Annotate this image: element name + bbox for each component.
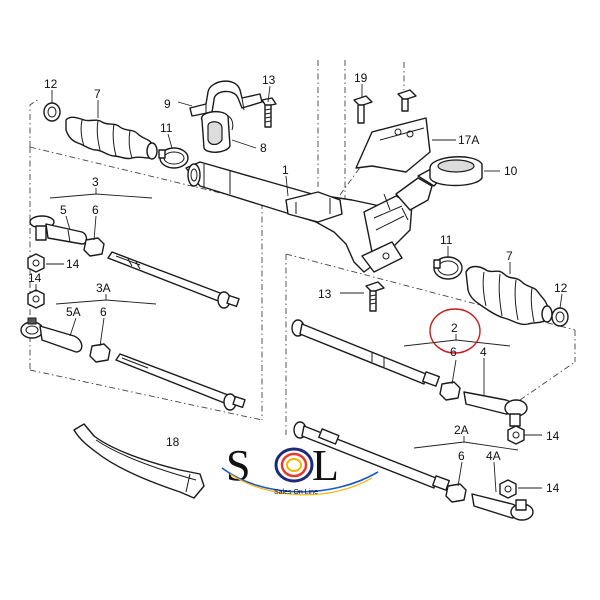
callout-6-right: 6 [450, 345, 457, 359]
part-7-bellows-boot-right [465, 265, 553, 326]
callout-12-right: 12 [554, 281, 568, 295]
callout-3: 3 [92, 175, 99, 189]
highlight-circle [429, 308, 481, 354]
callout-6-3A: 6 [100, 305, 107, 319]
part-6-jam-nut-3A [89, 343, 111, 363]
part-10-seal [429, 156, 483, 187]
sol-logo: S L Sales On Line [221, 441, 379, 496]
part-4A-tie-rod-end [471, 493, 534, 521]
callout-5A: 5A [66, 305, 81, 319]
part-18-grease-tube [73, 423, 205, 499]
dashed-reference-lines [29, 60, 576, 435]
part-14-nut-d [507, 425, 525, 445]
callout-2A: 2A [454, 423, 469, 437]
callout-7-left: 7 [94, 87, 101, 101]
part-7-bellows-boot-left [65, 116, 158, 160]
leader-lines [35, 84, 563, 493]
callout-1: 1 [282, 163, 289, 177]
callout-14-b: 14 [28, 271, 42, 285]
part-inner-tie-rod-right [291, 319, 440, 387]
callout-13-lower: 13 [318, 287, 332, 301]
callout-4: 4 [480, 345, 487, 359]
callout-6-left: 6 [92, 203, 99, 217]
part-inner-tie-rod-left [107, 251, 240, 309]
callout-12-left: 12 [44, 77, 58, 91]
part-4-tie-rod-end [463, 391, 528, 427]
part-5-tie-rod-end [29, 215, 88, 245]
callout-11-left: 11 [160, 121, 173, 135]
part-11-clamp-left [158, 147, 189, 169]
callout-labels: 12 7 9 13 11 8 1 19 17A 10 3 5 6 14 14 3… [28, 71, 568, 495]
part-13-bolt-lower [365, 281, 385, 312]
callout-3A: 3A [96, 281, 111, 295]
callout-6-2A: 6 [458, 449, 465, 463]
callout-5: 5 [60, 203, 67, 217]
part-12-clip-ring-right [551, 307, 569, 327]
part-14-nut-b [27, 289, 45, 309]
part-14-nut-e [499, 479, 517, 499]
part-6-jam-nut-right [439, 381, 461, 401]
logo-swoosh [221, 467, 379, 493]
part-17A-heat-shield-bracket [355, 117, 431, 173]
part-5A-tie-rod-end [20, 317, 83, 353]
part-6-jam-nut-left [83, 237, 105, 257]
part-inner-tie-rod-3A [115, 353, 246, 411]
callout-10: 10 [504, 164, 518, 178]
part-19-bolt [353, 95, 373, 124]
callout-11-right: 11 [440, 233, 453, 247]
part-11-clamp-right [433, 256, 463, 280]
callout-13-upper: 13 [262, 73, 276, 87]
part-6-jam-nut-2A [445, 483, 467, 503]
part-14-nut-a [27, 253, 45, 273]
callout-14-d: 14 [546, 429, 560, 443]
callout-18: 18 [166, 435, 180, 449]
callout-17A: 17A [458, 133, 479, 147]
part-9-mounting-clamp [189, 80, 263, 117]
callout-19: 19 [354, 71, 368, 85]
logo-tagline: Sales On Line [274, 489, 318, 496]
logo-letter-l: L [312, 441, 339, 490]
callout-4A: 4A [486, 449, 501, 463]
callout-14-a: 14 [66, 257, 80, 271]
part-1-steering-rack-housing [185, 161, 449, 273]
part-12-clip-ring-left [43, 102, 61, 122]
part-inner-tie-rod-2A [293, 421, 450, 491]
part-19-bolt-upper [397, 89, 417, 112]
callout-9: 9 [164, 97, 171, 111]
callout-7-right: 7 [506, 249, 513, 263]
part-8-rubber-bushing [201, 110, 234, 153]
logo-letter-o [274, 447, 314, 483]
callout-14-e: 14 [546, 481, 560, 495]
part-13-bolt-upper [261, 97, 277, 128]
callout-2: 2 [451, 321, 458, 335]
callout-8: 8 [260, 141, 267, 155]
